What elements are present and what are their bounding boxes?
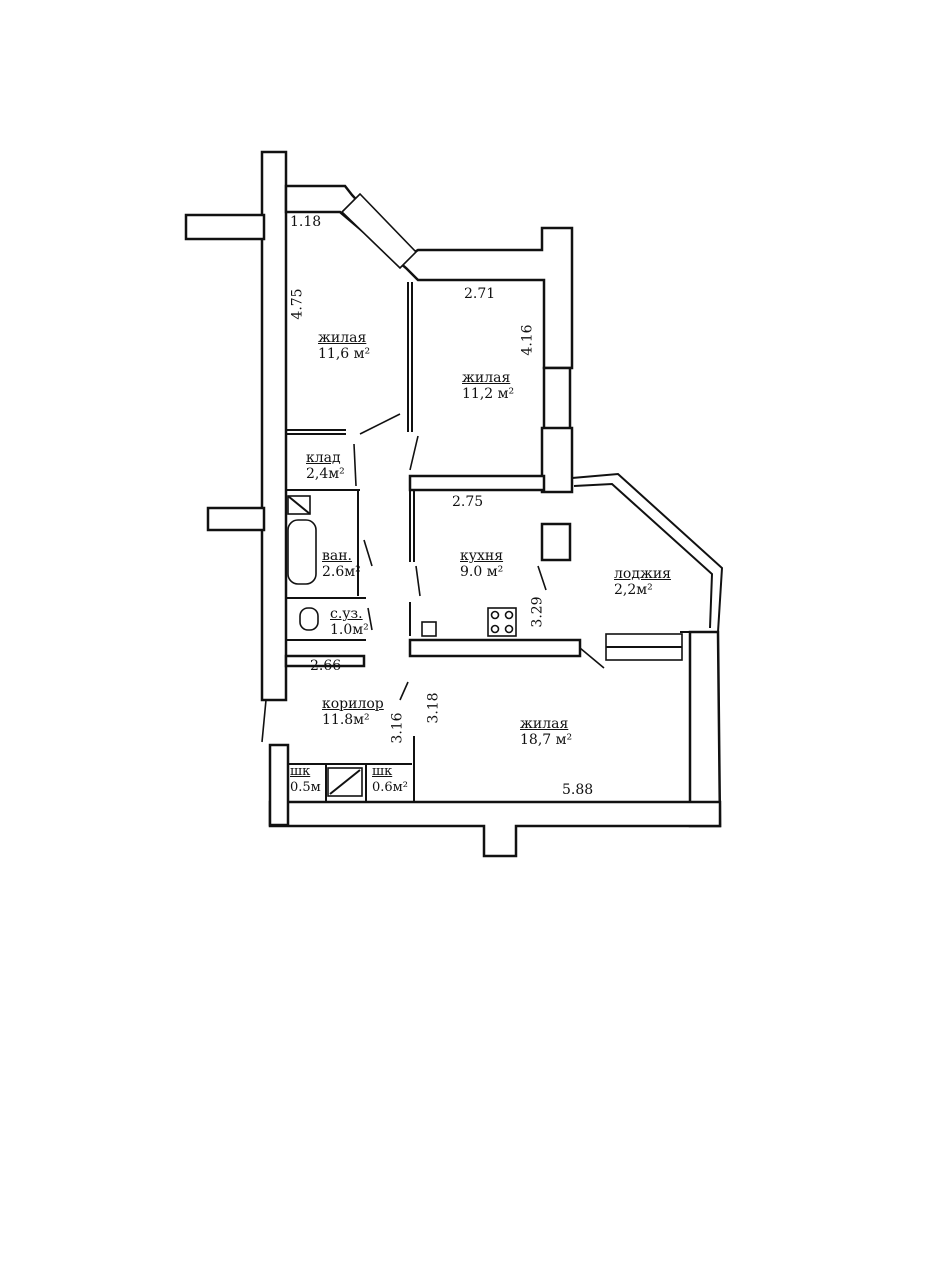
- loggia-outline: [571, 472, 724, 633]
- toilet-bowl: [299, 607, 319, 631]
- wall-corridor-nw: [284, 654, 366, 668]
- stove-burner-2: [504, 610, 514, 620]
- dimension-label: 3.16: [389, 712, 406, 744]
- west-wall-lower: [268, 743, 290, 827]
- room-area: 0.5м: [290, 780, 321, 795]
- wall-stub-w: [206, 506, 266, 532]
- electrical-panel-mark: [329, 769, 361, 795]
- bathtub: [287, 519, 317, 585]
- room-name: шк: [290, 764, 311, 779]
- dimension-label: 2.71: [464, 286, 496, 302]
- room-bedroom-nw: жилая 11,6 м²: [318, 330, 370, 362]
- wall-kitchen-south: [408, 638, 582, 658]
- room-name: с.уз.: [330, 606, 363, 622]
- room-area: 0.6м²: [372, 780, 408, 795]
- interior-walls: [284, 282, 582, 802]
- room-name: жилая: [520, 716, 569, 732]
- kitchen-sink: [421, 621, 437, 637]
- room-corridor: корилор 11.8м²: [322, 696, 384, 728]
- south-wall: [268, 800, 722, 858]
- dimension-label: 3.18: [425, 692, 442, 724]
- room-area: 9.0 м²: [460, 564, 504, 580]
- dimension-label: 2.75: [452, 494, 484, 510]
- dimension-label: 1.18: [290, 214, 322, 230]
- wall-kitchen-north: [408, 474, 546, 492]
- doors: [261, 413, 605, 743]
- room-area: 2,2м²: [614, 582, 653, 598]
- room-area: 11,2 м²: [462, 386, 515, 402]
- room-bedroom-ne: жилая 11,2 м²: [462, 370, 514, 402]
- door-storage: [353, 443, 357, 487]
- door-kitchen: [415, 565, 421, 597]
- door-bedroom-nw: [359, 413, 401, 435]
- room-area: 11,6 м²: [318, 346, 371, 362]
- room-kitchen: кухня 9.0 м²: [460, 548, 503, 580]
- room-toilet: с.уз. 1.0м²: [330, 606, 369, 638]
- wall-stub-nw: [184, 213, 266, 241]
- loggia-inner: [573, 482, 714, 629]
- room-name: клад: [306, 450, 341, 466]
- stove-burner-3: [490, 624, 500, 634]
- dimension-label: 5.88: [562, 782, 594, 798]
- door-toilet: [367, 607, 373, 631]
- door-bathroom: [363, 539, 373, 567]
- west-wall: [260, 150, 288, 702]
- room-name: шк: [372, 764, 393, 779]
- washbasin-mark: [287, 495, 311, 515]
- entrance-door: [261, 699, 267, 743]
- east-wall-mid: [540, 426, 574, 494]
- room-name: корилор: [322, 696, 384, 712]
- room-closet-1: шк 0.5м: [290, 764, 321, 796]
- room-area: 18,7 м²: [520, 732, 573, 748]
- room-name: лоджия: [614, 566, 671, 582]
- exterior-walls: [184, 150, 724, 858]
- door-living: [399, 681, 409, 701]
- dimension-label: 3.29: [529, 596, 546, 628]
- door-living-loggia: [579, 647, 605, 669]
- east-wall-upper: [542, 366, 572, 432]
- door-bedroom-ne: [409, 435, 419, 471]
- room-area: 11.8м²: [322, 712, 370, 728]
- east-wall-pier: [540, 522, 572, 562]
- room-living: жилая 18,7 м²: [520, 716, 572, 748]
- room-bathroom: ван. 2.6м²: [322, 548, 361, 580]
- room-name: жилая: [462, 370, 511, 386]
- room-storage: клад 2,4м²: [306, 450, 345, 482]
- stove-burner-1: [490, 610, 500, 620]
- room-area: 2,4м²: [306, 466, 345, 482]
- dimension-label: 2.66: [310, 658, 342, 674]
- dimension-label: 4.75: [289, 288, 306, 320]
- room-loggia: лоджия 2,2м²: [614, 566, 671, 598]
- room-name: кухня: [460, 548, 504, 564]
- room-area: 2.6м²: [322, 564, 361, 580]
- room-area: 1.0м²: [330, 622, 369, 638]
- dimension-label: 4.16: [519, 324, 536, 356]
- window-bay: [340, 192, 418, 270]
- east-wall-living: [688, 630, 722, 828]
- room-closet-2: шк 0.6м²: [372, 764, 408, 796]
- stove-burner-4: [504, 624, 514, 634]
- room-name: ван.: [322, 548, 353, 564]
- room-name: жилая: [318, 330, 367, 346]
- fixtures: [287, 495, 517, 797]
- door-kitchen-loggia: [537, 565, 547, 591]
